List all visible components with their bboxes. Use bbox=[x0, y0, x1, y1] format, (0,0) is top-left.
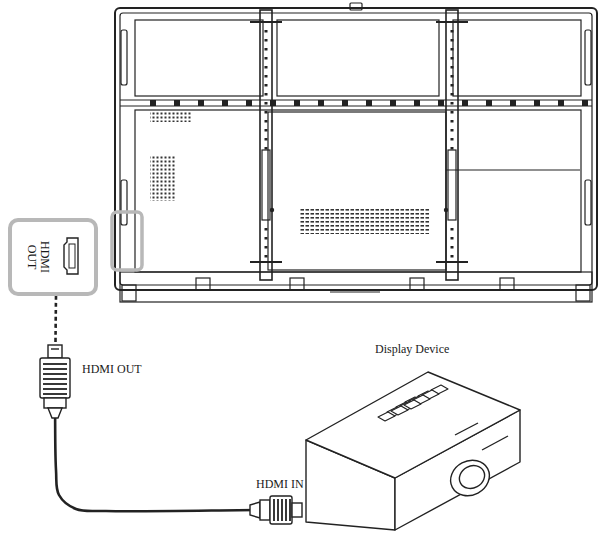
port-callout-box: HDMI OUT bbox=[8, 218, 98, 296]
hdmi-port-icon bbox=[12, 222, 94, 292]
device-heading: Display Device bbox=[375, 342, 449, 357]
plug-label: HDMI OUT bbox=[82, 362, 142, 377]
port-label: HDMI OUT bbox=[25, 237, 51, 277]
display-device: Display Device bbox=[300, 340, 525, 536]
plug-label: HDMI IN bbox=[256, 477, 304, 492]
projector-illustration bbox=[300, 340, 525, 536]
